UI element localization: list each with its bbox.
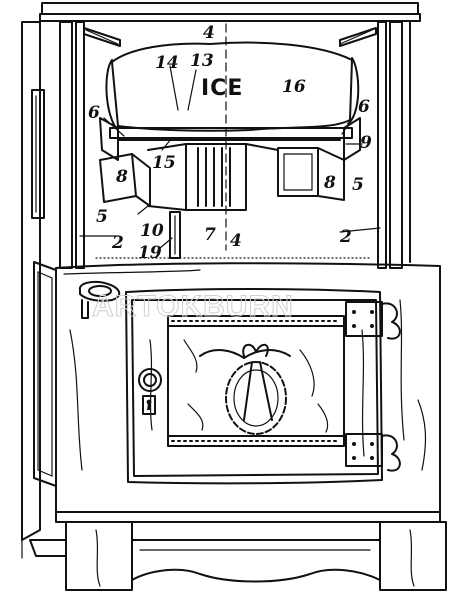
cabinet-base <box>29 511 447 591</box>
ref-15: 15 <box>152 153 176 173</box>
ref-16: 16 <box>282 77 306 97</box>
ref-6-right: 6 <box>358 97 370 117</box>
ref-9: 9 <box>360 133 372 153</box>
top-cornice <box>39 2 421 22</box>
ref-4-bottom: 4 <box>230 231 242 251</box>
ref-5-left: 5 <box>96 207 108 227</box>
ref-7: 7 <box>204 225 216 245</box>
cabinet-door[interactable] <box>125 288 383 485</box>
ref-5-right: 5 <box>352 175 364 195</box>
ref-14: 14 <box>155 53 179 73</box>
ref-19: 19 <box>138 243 162 263</box>
ref-2-left: 2 <box>111 233 124 253</box>
watermark: ARTOKBURN <box>92 290 294 323</box>
right-drip-tray <box>277 147 345 201</box>
left-drip-tray <box>99 153 151 207</box>
chamber-interior <box>83 27 377 259</box>
ice-block <box>105 41 360 132</box>
drain-pipe <box>147 143 279 259</box>
ref-10: 10 <box>140 221 164 241</box>
ref-2-right: 2 <box>339 227 352 247</box>
upper-hinge[interactable] <box>345 301 401 340</box>
left-insulated-wall <box>59 21 85 269</box>
ref-13: 13 <box>190 51 214 71</box>
ref-8-right: 8 <box>323 173 336 193</box>
keyhole <box>142 395 156 415</box>
lower-cabinet <box>55 262 441 513</box>
leader-lines <box>79 65 381 249</box>
ref-6-left: 6 <box>88 103 100 123</box>
door-knob[interactable] <box>138 368 162 392</box>
latch-bracket[interactable] <box>78 281 121 319</box>
left-side-panel <box>21 21 57 559</box>
ice-label: ICE <box>201 76 243 101</box>
ref-4-top: 4 <box>203 23 215 43</box>
lower-hinge[interactable] <box>345 433 401 472</box>
right-insulated-wall <box>377 21 411 269</box>
ref-8-left: 8 <box>115 167 128 187</box>
wreath-ornament <box>199 343 291 435</box>
